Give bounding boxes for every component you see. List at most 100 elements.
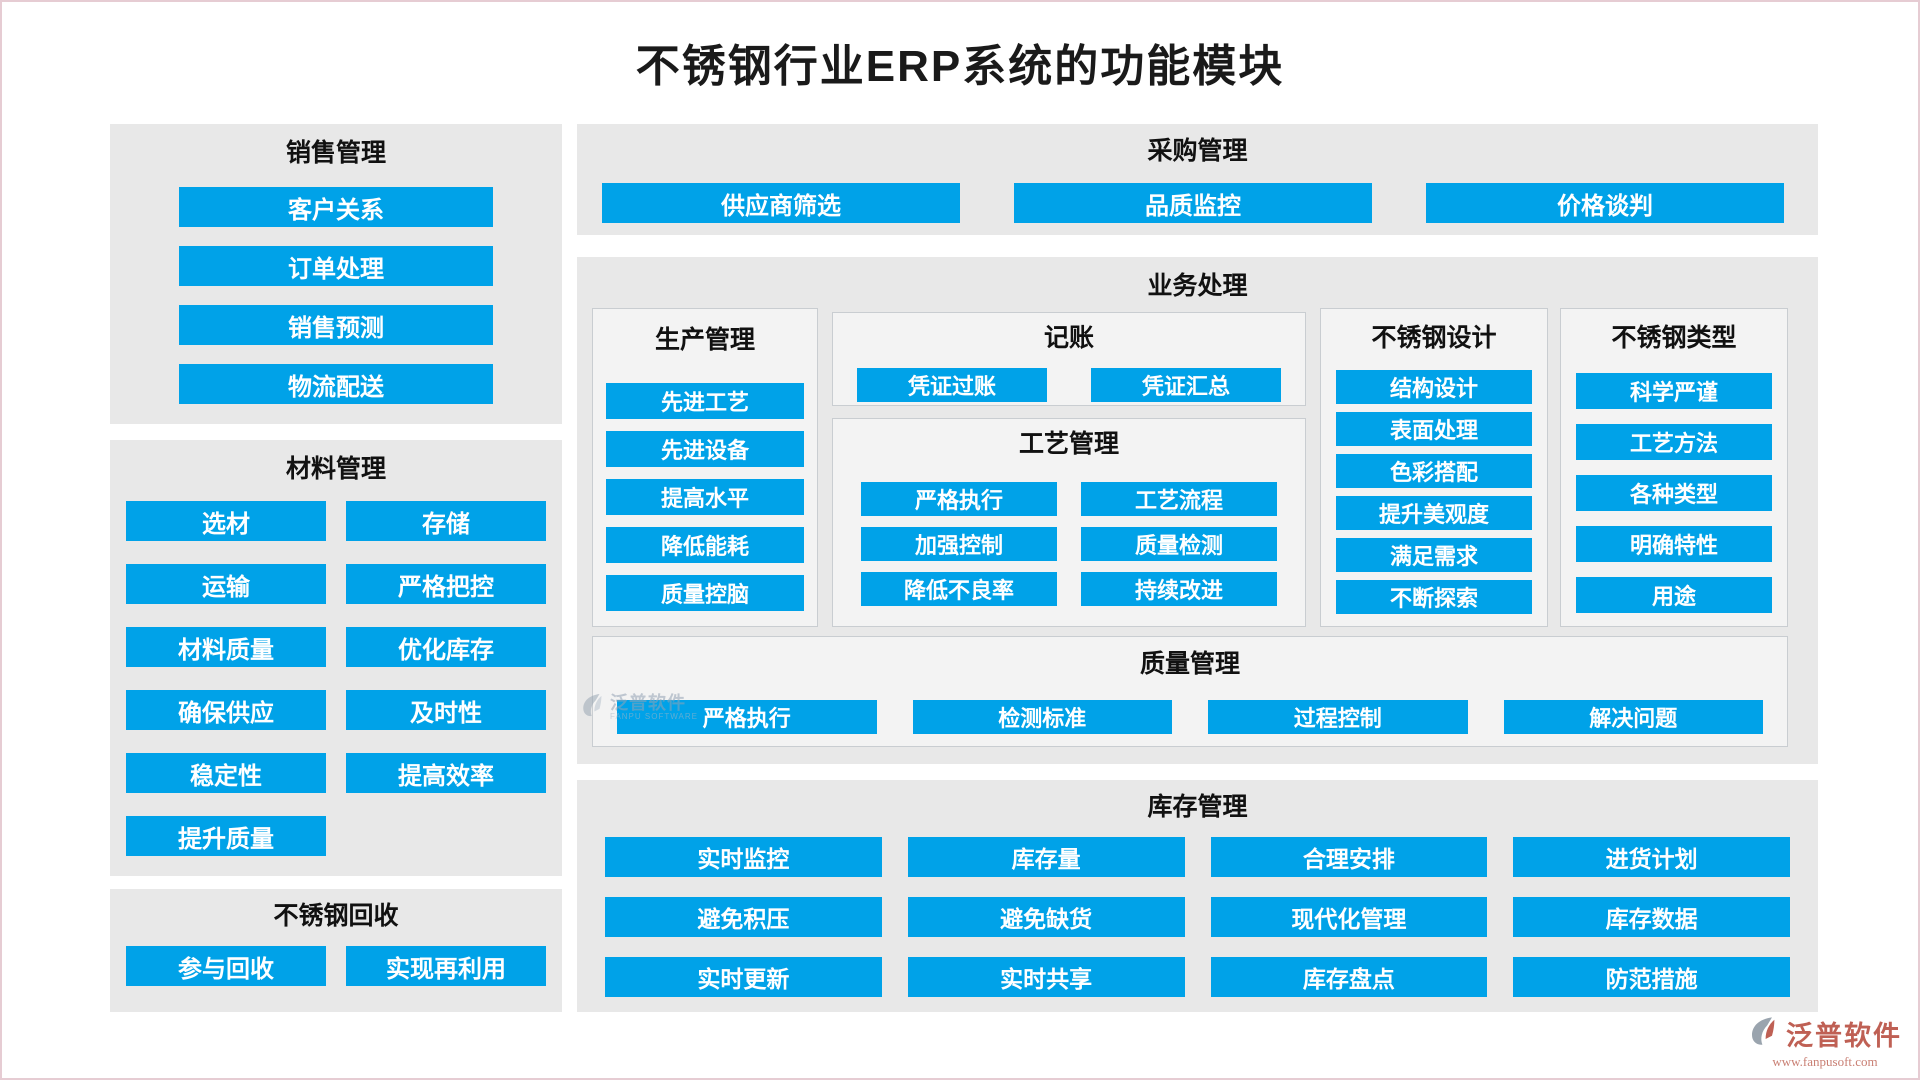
module-block: 降低能耗 [606,527,804,563]
section-title-accounting: 记账 [1043,324,1094,352]
module-block: 提高效率 [346,753,546,793]
module-block: 提升美观度 [1336,496,1532,530]
quality-modules: 严格执行 检测标准 过程控制 解决问题 [593,700,1787,734]
subpanel-production: 生产管理 先进工艺先进设备提高水平降低能耗质量控脑 [592,308,818,627]
module-block: 满足需求 [1336,538,1532,572]
module-block: 避免缺货 [907,897,1185,937]
module-block: 严格把控 [346,564,546,604]
brand-name: 泛普软件 [1786,1021,1902,1051]
module-block: 避免积压 [605,897,882,937]
module-block: 持续改进 [1081,572,1277,606]
section-title-process: 工艺管理 [1018,430,1119,458]
panel-material: 材料管理 选材存储运输严格把控材料质量优化库存确保供应及时性稳定性提高效率提升质… [110,440,562,876]
module-block: 材料质量 [126,627,326,667]
material-modules: 选材存储运输严格把控材料质量优化库存确保供应及时性稳定性提高效率提升质量 [110,501,562,856]
section-title-material: 材料管理 [285,455,386,483]
types-modules: 科学严谨工艺方法各种类型明确特性用途 [1561,373,1787,613]
module-block: 物流配送 [179,364,493,404]
panel-purchase: 采购管理 供应商筛选 品质监控 价格谈判 [577,124,1818,235]
module-block: 不断探索 [1336,580,1532,614]
module-block: 凭证汇总 [1091,368,1281,402]
module-block: 供应商筛选 [602,183,960,223]
section-title-recycle: 不锈钢回收 [273,902,399,930]
module-block: 品质监控 [1014,183,1372,223]
subpanel-accounting: 记账 凭证过账 凭证汇总 [832,312,1306,406]
module-block: 先进工艺 [606,383,804,419]
module-block: 及时性 [346,690,546,730]
panel-recycle: 不锈钢回收 参与回收实现再利用 [110,889,562,1012]
module-block: 现代化管理 [1210,897,1488,937]
watermark: 泛普软件 FANPU SOFTWARE [580,692,698,723]
fanpu-logo-icon [580,692,606,723]
module-block: 各种类型 [1576,475,1772,511]
design-modules: 结构设计表面处理色彩搭配提升美观度满足需求不断探索 [1321,370,1547,614]
module-block: 先进设备 [606,431,804,467]
watermark-brand-en: FANPU SOFTWARE [610,712,698,721]
recycle-modules: 参与回收实现再利用 [110,946,562,986]
panel-business: 业务处理 生产管理 先进工艺先进设备提高水平降低能耗质量控脑 记账 凭证过账凭证… [577,257,1818,764]
fanpu-logo: 泛普软件 www.fanpusoft.com [1748,1014,1902,1070]
module-block: 质量检测 [1081,527,1277,561]
module-block: 解决问题 [1503,700,1763,734]
module-block: 工艺方法 [1576,424,1772,460]
module-block: 凭证过账 [857,368,1047,402]
panel-sales: 销售管理 客户关系订单处理销售预测物流配送 [110,124,562,424]
section-title-production: 生产管理 [654,326,755,354]
module-block: 客户关系 [179,187,493,227]
module-block: 明确特性 [1576,526,1772,562]
module-block: 销售预测 [179,305,493,345]
subpanel-types: 不锈钢类型 科学严谨工艺方法各种类型明确特性用途 [1560,308,1788,627]
module-block: 严格执行 [617,700,877,734]
module-block: 实时共享 [907,957,1185,997]
module-block: 确保供应 [126,690,326,730]
production-modules: 先进工艺先进设备提高水平降低能耗质量控脑 [593,383,817,611]
watermark-brand: 泛普软件 [610,693,686,713]
module-block: 运输 [126,564,326,604]
module-block: 表面处理 [1336,412,1532,446]
module-block: 实时更新 [605,957,882,997]
fanpu-logo-icon [1748,1015,1780,1052]
section-title-types: 不锈钢类型 [1611,324,1737,352]
brand-url: www.fanpusoft.com [1772,1054,1878,1069]
module-block: 库存数据 [1513,897,1790,937]
module-block: 合理安排 [1210,837,1488,877]
module-block: 参与回收 [126,946,326,986]
module-block: 严格执行 [861,482,1057,516]
section-title-design: 不锈钢设计 [1371,324,1497,352]
module-block: 选材 [126,501,326,541]
module-block: 实时监控 [605,837,882,877]
module-block: 进货计划 [1513,837,1790,877]
inventory-modules: 实时监控库存量合理安排进货计划避免积压避免缺货现代化管理库存数据实时更新实时共享… [577,837,1818,997]
accounting-modules: 凭证过账 凭证汇总 [833,368,1305,402]
module-block: 质量控脑 [606,575,804,611]
subpanel-quality: 质量管理 严格执行 检测标准 过程控制 解决问题 [592,636,1788,747]
section-title-quality: 质量管理 [1139,650,1240,678]
sales-modules: 客户关系订单处理销售预测物流配送 [110,187,562,404]
module-block: 存储 [346,501,546,541]
subpanel-process: 工艺管理 严格执行工艺流程加强控制质量检测降低不良率持续改进 [832,418,1306,627]
module-block: 防范措施 [1513,957,1790,997]
module-block: 稳定性 [126,753,326,793]
module-block: 过程控制 [1208,700,1468,734]
module-block: 加强控制 [861,527,1057,561]
subpanel-design: 不锈钢设计 结构设计表面处理色彩搭配提升美观度满足需求不断探索 [1320,308,1548,627]
module-block: 价格谈判 [1426,183,1784,223]
module-block: 检测标准 [912,700,1172,734]
module-block: 结构设计 [1336,370,1532,404]
module-block: 用途 [1576,577,1772,613]
process-modules: 严格执行工艺流程加强控制质量检测降低不良率持续改进 [833,482,1305,606]
module-block: 库存盘点 [1210,957,1488,997]
module-block: 科学严谨 [1576,373,1772,409]
section-title-sales: 销售管理 [285,139,386,167]
section-title-inventory: 库存管理 [1147,793,1248,821]
module-block: 提高水平 [606,479,804,515]
section-title-business: 业务处理 [1147,272,1248,300]
module-block: 库存量 [907,837,1185,877]
module-block: 色彩搭配 [1336,454,1532,488]
module-block: 订单处理 [179,246,493,286]
module-block: 降低不良率 [861,572,1057,606]
panel-inventory: 库存管理 实时监控库存量合理安排进货计划避免积压避免缺货现代化管理库存数据实时更… [577,780,1818,1012]
page-title: 不锈钢行业ERP系统的功能模块 [635,42,1285,91]
section-title-purchase: 采购管理 [1147,137,1248,165]
module-block: 工艺流程 [1081,482,1277,516]
